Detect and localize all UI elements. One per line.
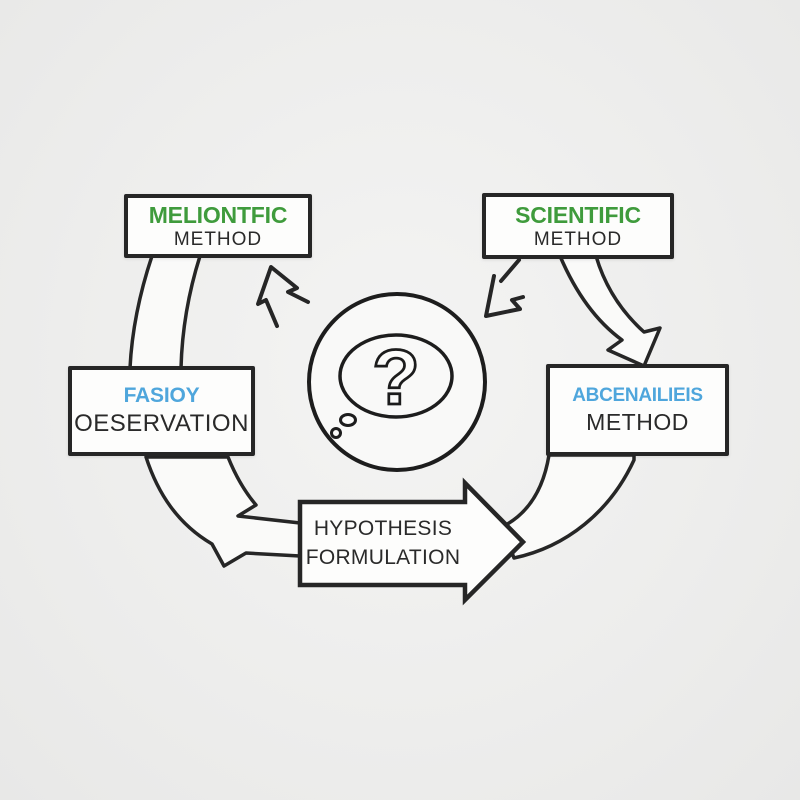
box-right-method: ABCENAILIEIS METHOD	[546, 364, 729, 456]
sketch-arrow-up-icon	[256, 265, 310, 328]
band-top-left-connector	[128, 254, 202, 370]
thought-ellipse	[338, 333, 454, 419]
box-scientific-subtitle: METHOD	[533, 228, 623, 250]
box-observation: FASIOY OESERVATION	[68, 366, 255, 456]
band-bottom-left-connector	[144, 455, 302, 568]
hypothesis-line2: FORMULATION	[305, 546, 461, 569]
box-top-left-subtitle: METHOD	[173, 228, 263, 250]
box-right-method-subtitle: METHOD	[586, 408, 689, 435]
box-observation-title: FASIOY	[123, 384, 200, 407]
thought-circle	[307, 292, 487, 472]
hypothesis-arrow-shape	[297, 477, 527, 606]
box-observation-subtitle: OESERVATION	[74, 410, 249, 437]
box-scientific-title: SCIENTIFIC	[515, 201, 641, 228]
box-top-left-title: MELIONTFIC	[148, 201, 288, 228]
box-top-left-method: MELIONTFIC METHOD	[124, 194, 312, 258]
box-right-method-title: ABCENAILIEIS	[572, 384, 703, 406]
bubble-small-1	[339, 413, 357, 427]
box-scientific-method: SCIENTIFIC METHOD	[482, 193, 674, 259]
hypothesis-line1: HYPOTHESIS	[313, 517, 453, 540]
band-bottom-right-connector	[500, 453, 636, 560]
sketch-arrow-down-icon	[484, 258, 525, 318]
band-top-right-connector	[558, 254, 662, 368]
question-mark: ?	[372, 333, 420, 421]
hypothesis-formulation-label: HYPOTHESIS FORMULATION	[300, 506, 466, 580]
bubble-small-2	[330, 427, 342, 439]
